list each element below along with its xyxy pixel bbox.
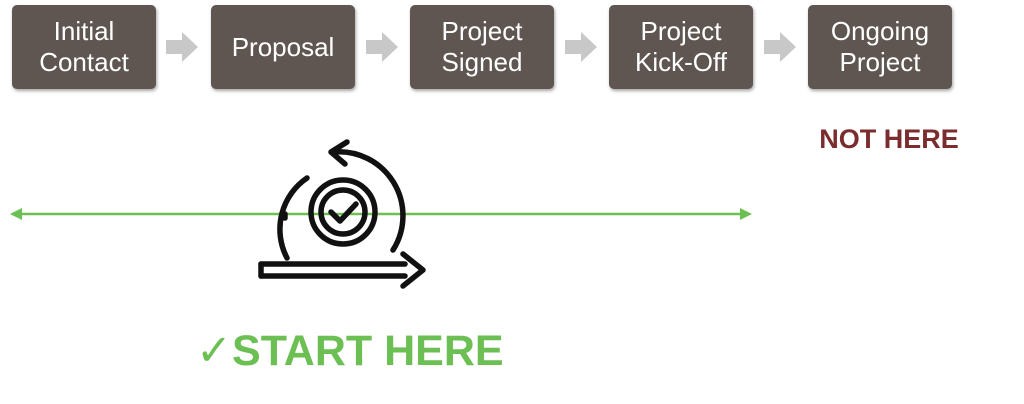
stage-ongoing-project: Ongoing Project bbox=[808, 5, 952, 89]
stage-label: Initial Contact bbox=[39, 16, 129, 77]
stage-project-kick-off: Project Kick-Off bbox=[609, 5, 753, 89]
stage-label: Proposal bbox=[231, 31, 335, 62]
not-here-label: NOT HERE bbox=[819, 124, 959, 154]
chevron-arrow-icon bbox=[166, 32, 198, 62]
stage-label: Project Signed bbox=[441, 16, 523, 77]
chevron-arrow-icon bbox=[366, 32, 398, 62]
stage-initial-contact: Initial Contact bbox=[12, 5, 156, 89]
chevron-arrow-icon bbox=[764, 32, 796, 62]
chevron-arrow-icon bbox=[565, 32, 597, 62]
stage-project-signed: Project Signed bbox=[410, 5, 554, 89]
stage-label: Ongoing Project bbox=[830, 16, 930, 77]
start-here-label: ✓START HERE bbox=[196, 327, 504, 375]
stage-proposal: Proposal bbox=[211, 5, 355, 89]
agile-cycle-check-icon bbox=[258, 139, 426, 289]
stage-label: Project Kick-Off bbox=[635, 16, 727, 77]
